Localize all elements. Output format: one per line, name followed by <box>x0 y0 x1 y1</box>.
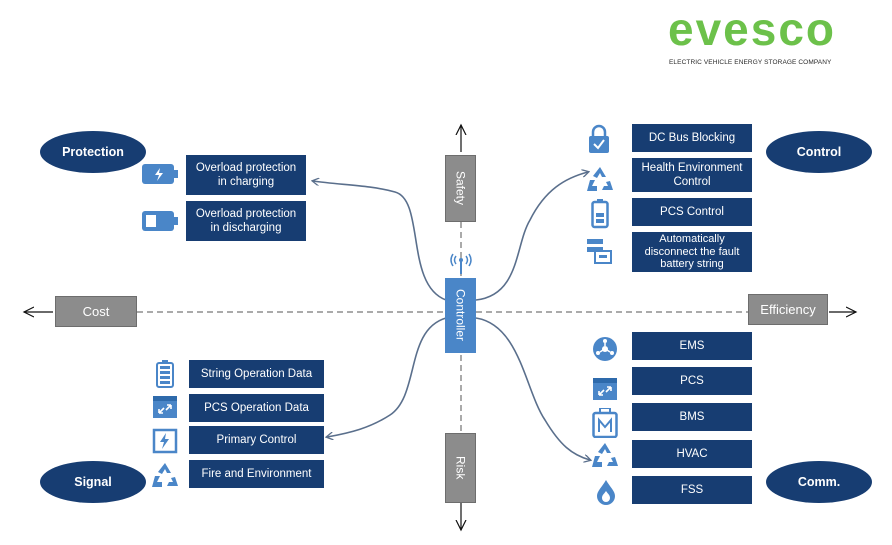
control-item-auto-disconnect: Automatically disconnect the fault batte… <box>632 232 752 272</box>
signal-title: Signal <box>40 461 146 503</box>
battery-charging-icon <box>142 164 178 184</box>
bms-module-icon <box>592 408 618 438</box>
signal-item-primary-control: Primary Control <box>189 426 324 454</box>
battery-full-icon <box>156 360 174 388</box>
recycle-icon <box>592 443 618 467</box>
signal-item-string-data: String Operation Data <box>189 360 324 388</box>
controller-label: Controller <box>453 289 468 342</box>
safety-label: Safety <box>453 171 468 206</box>
comm-item-ems: EMS <box>632 332 752 360</box>
curve-to-control <box>475 172 588 301</box>
comm-item-pcs: PCS <box>632 367 752 395</box>
control-item-health-env: Health Environment Control <box>632 158 752 192</box>
inverter-icon <box>593 378 617 400</box>
comm-title: Comm. <box>766 461 872 503</box>
risk-label: Risk <box>453 456 468 480</box>
brand-logo-tagline: ELECTRIC VEHICLE ENERGY STORAGE COMPANY <box>669 59 832 66</box>
control-title: Control <box>766 131 872 173</box>
lock-check-icon <box>589 124 609 153</box>
curve-to-comm <box>475 317 590 460</box>
protection-item-charging: Overload protection in charging <box>186 155 306 195</box>
brand-logo-word: evesco <box>668 3 837 55</box>
battery-vertical-icon <box>591 199 609 229</box>
server-disconnect-icon <box>587 239 612 264</box>
control-item-pcs-control: PCS Control <box>632 198 752 226</box>
lightning-icon <box>152 428 178 454</box>
comm-item-fss: FSS <box>632 476 752 504</box>
risk-box: Risk <box>445 433 476 503</box>
recycle-icon <box>152 463 178 487</box>
recycle-icon <box>587 167 613 191</box>
safety-box: Safety <box>445 155 476 222</box>
curve-to-protection <box>313 181 447 301</box>
protection-title: Protection <box>40 131 146 173</box>
signal-item-fire-env: Fire and Environment <box>189 460 324 488</box>
network-hub-icon <box>593 337 617 361</box>
controller-box: Controller <box>445 278 476 353</box>
fire-drop-icon <box>597 480 615 505</box>
control-item-dc-bus: DC Bus Blocking <box>632 124 752 152</box>
battery-discharging-icon <box>142 211 178 231</box>
signal-item-pcs-data: PCS Operation Data <box>189 394 324 422</box>
comm-item-bms: BMS <box>632 403 752 431</box>
protection-item-discharging: Overload protection in discharging <box>186 201 306 241</box>
cost-box: Cost <box>55 296 137 327</box>
efficiency-label: Efficiency <box>760 302 816 317</box>
efficiency-box: Efficiency <box>748 294 828 325</box>
curve-to-signal <box>327 317 447 437</box>
inverter-icon <box>153 396 177 418</box>
antenna-icon <box>450 253 472 274</box>
cost-label: Cost <box>82 304 110 319</box>
comm-item-hvac: HVAC <box>632 440 752 468</box>
